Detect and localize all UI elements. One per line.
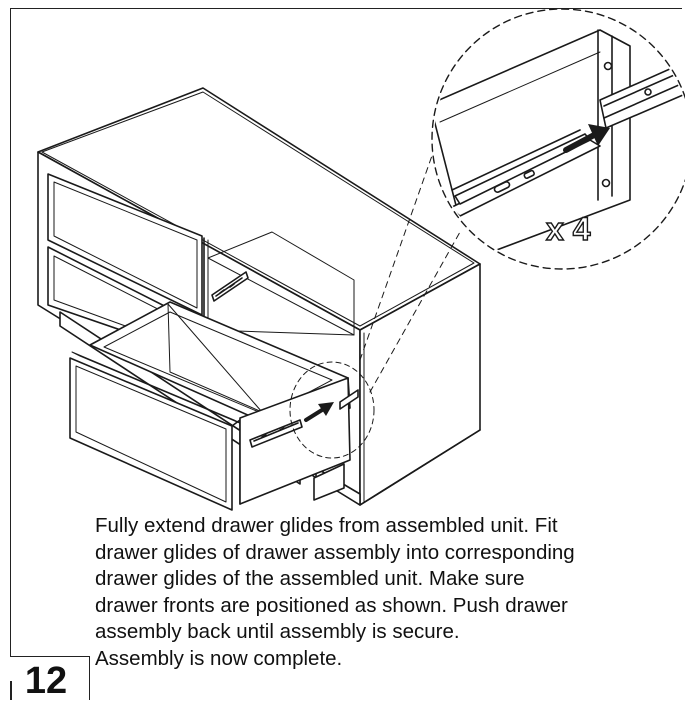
instruction-line: drawer glides of drawer assembly into co… bbox=[95, 540, 575, 564]
instruction-line: Fully extend drawer glides from assemble… bbox=[95, 514, 558, 537]
instruction-text: Fully extend drawer glides from assemble… bbox=[95, 513, 681, 672]
step-divider bbox=[10, 681, 12, 700]
instruction-line: assembly back until assembly is secure. bbox=[95, 620, 460, 643]
step-number: 12 bbox=[24, 660, 68, 702]
instruction-line: drawer glides of the assembled unit. Mak… bbox=[95, 567, 525, 590]
instruction-line: Assembly is now complete. bbox=[95, 646, 343, 670]
detail-callout-icon bbox=[431, 8, 685, 270]
push-arrow-icon bbox=[304, 402, 334, 422]
quantity-label: x 4 bbox=[546, 211, 591, 247]
step-number-box bbox=[10, 656, 90, 700]
drawer-glide-icon bbox=[249, 419, 303, 448]
page-frame bbox=[10, 8, 682, 656]
drawer-assembly bbox=[69, 301, 359, 511]
instruction-line: drawer fronts are positioned as shown. P… bbox=[95, 593, 568, 617]
